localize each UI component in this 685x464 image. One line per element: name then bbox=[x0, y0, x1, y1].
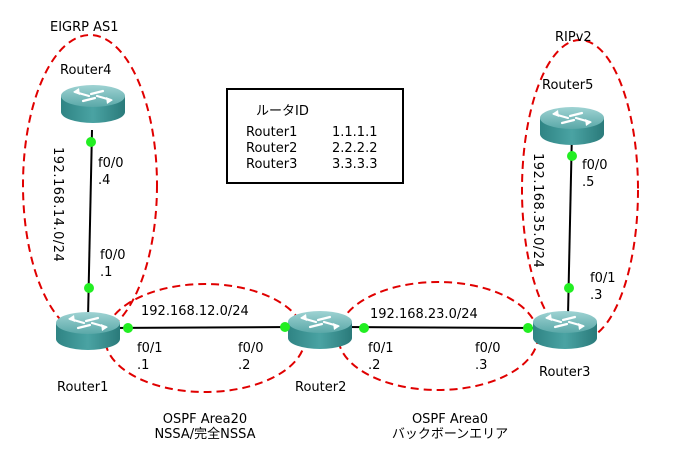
interface-label-r1-f01: f0/1 .1 bbox=[137, 340, 163, 374]
router4-icon bbox=[59, 83, 127, 125]
network-label-35: 192.168.35.0/24 bbox=[530, 153, 545, 269]
address: .1 bbox=[137, 358, 150, 373]
address: .2 bbox=[368, 358, 381, 373]
port: f0/0 bbox=[98, 156, 124, 171]
interface-label-r2-f01: f0/1 .2 bbox=[368, 340, 394, 374]
port: f0/1 bbox=[137, 341, 163, 356]
router-id-title: ルータID bbox=[256, 104, 309, 119]
interface-label-r5-f00: f0/0 .5 bbox=[582, 157, 608, 191]
port: f0/1 bbox=[368, 341, 394, 356]
area-type: NSSA/完全NSSA bbox=[154, 427, 256, 442]
router-name: Router3 bbox=[246, 157, 298, 172]
interface-label-r3-f00: f0/0 .3 bbox=[475, 340, 501, 374]
interface-dot-r3-f00 bbox=[523, 323, 533, 333]
router-name: Router2 bbox=[246, 141, 298, 156]
address: .4 bbox=[98, 173, 111, 188]
interface-dot-r4-f00 bbox=[86, 137, 96, 147]
router-id-row: Router2 2.2.2.2 bbox=[246, 141, 377, 156]
area-name: OSPF Area0 bbox=[411, 412, 489, 427]
address: .1 bbox=[100, 265, 113, 280]
network-label-14: 192.168.14.0/24 bbox=[50, 147, 65, 263]
network-label-12: 192.168.12.0/24 bbox=[141, 304, 249, 319]
port: f0/0 bbox=[475, 341, 501, 356]
router5-icon bbox=[538, 105, 606, 147]
network-label-23: 192.168.23.0/24 bbox=[370, 307, 478, 322]
port: f0/0 bbox=[238, 341, 264, 356]
area-name: OSPF Area20 bbox=[162, 412, 248, 427]
interface-dot-r1-f01 bbox=[123, 323, 133, 333]
address: .3 bbox=[475, 358, 488, 373]
ospf-area20-border bbox=[104, 283, 306, 393]
link-r1-r2 bbox=[114, 326, 296, 329]
router-name: Router1 bbox=[246, 125, 298, 140]
router1-label: Router1 bbox=[57, 380, 109, 395]
router3-icon bbox=[531, 309, 599, 351]
router-id-value: 3.3.3.3 bbox=[332, 157, 378, 172]
area-type: バックボーンエリア bbox=[391, 427, 509, 442]
router-id-table: ルータID Router1 1.1.1.1 Router2 2.2.2.2 Ro… bbox=[226, 88, 404, 184]
port: f0/0 bbox=[582, 158, 608, 173]
address: .2 bbox=[238, 358, 251, 373]
ospf-area20-caption: OSPF Area20 NSSA/完全NSSA bbox=[130, 412, 280, 442]
router4-label: Router4 bbox=[60, 63, 112, 78]
interface-label-r2-f00: f0/0 .2 bbox=[238, 340, 264, 374]
address: .3 bbox=[590, 288, 603, 303]
interface-dot-r2-f01 bbox=[359, 323, 369, 333]
router1-icon bbox=[54, 310, 122, 352]
interface-label-r4-f00: f0/0 .4 bbox=[98, 155, 124, 189]
interface-dot-r2-f00 bbox=[280, 322, 290, 332]
interface-label-r3-f01: f0/1 .3 bbox=[590, 270, 616, 304]
router-id-value: 1.1.1.1 bbox=[332, 125, 378, 140]
eigrp-domain-label: EIGRP AS1 bbox=[50, 20, 119, 35]
router5-label: Router5 bbox=[542, 78, 594, 93]
router-id-row: Router1 1.1.1.1 bbox=[246, 125, 377, 140]
rip-domain-label: RIPv2 bbox=[555, 30, 592, 45]
port: f0/0 bbox=[100, 248, 126, 263]
ospf-area0-caption: OSPF Area0 バックボーンエリア bbox=[375, 412, 525, 442]
router2-icon bbox=[286, 309, 354, 351]
router3-label: Router3 bbox=[539, 365, 591, 380]
port: f0/1 bbox=[590, 271, 616, 286]
link-r2-r3 bbox=[344, 326, 536, 329]
address: .5 bbox=[582, 175, 595, 190]
router-id-value: 2.2.2.2 bbox=[332, 141, 378, 156]
interface-label-r1-f00: f0/0 .1 bbox=[100, 247, 126, 281]
router2-label: Router2 bbox=[295, 380, 347, 395]
interface-dot-r1-f00 bbox=[84, 283, 94, 293]
interface-dot-r3-f01 bbox=[564, 283, 574, 293]
router-id-row: Router3 3.3.3.3 bbox=[246, 157, 377, 172]
interface-dot-r5-f00 bbox=[567, 151, 577, 161]
